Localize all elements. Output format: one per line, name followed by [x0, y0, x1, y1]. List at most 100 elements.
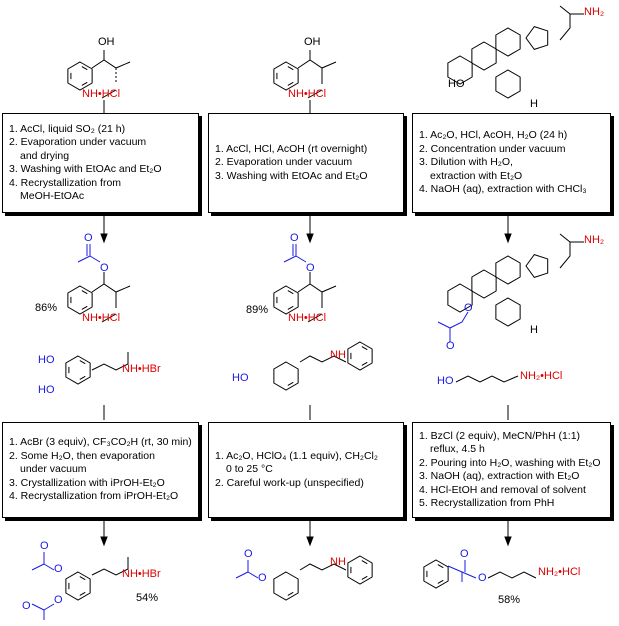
p5-amine: NH	[330, 556, 346, 568]
double-bond	[361, 560, 368, 565]
p1-ester-oxygen: O	[100, 262, 109, 274]
condition-step: 2. Some H₂O, then evaporation	[9, 449, 155, 462]
p3-hydrogen: H	[530, 324, 538, 336]
p4-carbonyl-oxygen-2: O	[22, 600, 31, 612]
benzene-ring	[67, 285, 93, 315]
arrows	[100, 100, 512, 547]
p4-carbonyl-oxygen-1: O	[40, 540, 49, 552]
p3-carbonyl-oxygen: O	[446, 340, 455, 352]
double-bond	[79, 591, 86, 596]
benzene-ring	[347, 555, 373, 585]
ring-skeletons	[65, 25, 549, 601]
p6-amine-salt: NH₂•HCl	[538, 566, 581, 578]
p4-amine-salt: NH•HBr	[122, 568, 161, 580]
benzene-ring	[273, 285, 299, 315]
conditions-box-5: 1. Ac₂O, HClO₄ (1.1 equiv), CH₂Cl₂ 0 to …	[208, 422, 404, 518]
p5-carbonyl-oxygen: O	[244, 548, 253, 560]
p3-amine: NH₂	[584, 234, 605, 246]
sm2-bonds	[297, 50, 337, 99]
double-bond	[287, 591, 294, 596]
cyclohexane-ring	[495, 297, 521, 327]
condition-step: and drying	[20, 149, 70, 162]
condition-step: 3. Dilution with H₂O,	[419, 156, 513, 169]
condition-step: 5. Recrystallization from PhH	[419, 497, 555, 509]
p5-ester-oxygen: O	[258, 572, 267, 584]
double-bond	[287, 66, 294, 71]
sm1-hydroxyl: OH	[98, 36, 115, 48]
p2-carbonyl-oxygen: O	[290, 232, 299, 244]
double-bond	[287, 381, 294, 386]
double-bond	[79, 360, 86, 365]
conditions-box-4: 1. AcBr (3 equiv), CF₃CO₂H (rt, 30 min) …	[2, 422, 199, 518]
condition-step: reflux, 4.5 h	[430, 443, 485, 455]
condition-step: under vacuum	[20, 463, 87, 476]
p6-yield: 58%	[498, 594, 521, 606]
cyclopentane-ring	[525, 25, 549, 51]
sm4-amine-salt: NH•HBr	[122, 363, 161, 375]
benzene-ring	[423, 559, 449, 589]
condition-step: 1. AcBr (3 equiv), CF₃CO₂H (rt, 30 min)	[9, 436, 192, 449]
condition-step: 4. HCl-EtOH and removal of solvent	[419, 483, 586, 496]
p1-carbonyl-oxygen: O	[84, 232, 93, 244]
double-bond	[437, 579, 444, 584]
p6-ester-oxygen: O	[478, 572, 487, 584]
sm6-hydroxyl: HO	[437, 375, 454, 387]
double-bond	[79, 576, 86, 581]
p4-ester-oxygen-1: O	[54, 563, 63, 575]
row2-sm-bonds	[91, 352, 519, 383]
cyclopentane-ring	[525, 253, 549, 279]
p1-bonds	[77, 244, 131, 323]
sm4-hydroxyl-1: HO	[38, 354, 55, 366]
p6-carbonyl-oxygen: O	[460, 548, 469, 560]
double-bond	[81, 305, 88, 310]
double-bond	[361, 346, 368, 351]
condition-step: 0 to 25 °C	[226, 463, 273, 476]
condition-step: 1. Ac₂O, HCl, AcOH, H₂O (24 h)	[419, 129, 568, 142]
double-bond	[287, 81, 294, 86]
double-bond	[81, 290, 88, 295]
condition-step: 2. Evaporation under vacuum	[9, 136, 147, 148]
sm3-hydrogen: H	[530, 98, 538, 110]
condition-step: 4. Recrystallization from iPrOH-Et₂O	[9, 490, 179, 503]
double-bond	[287, 305, 294, 310]
condition-step: extraction with Et₂O	[430, 169, 523, 182]
row2-product-bonds	[31, 552, 537, 620]
benzene-ring	[65, 571, 91, 601]
p1-yield: 86%	[35, 302, 58, 314]
condition-step: 3. NaOH (aq), extraction with Et₂O	[419, 470, 580, 482]
condition-step: 1. Ac₂O, HClO₄ (1.1 equiv), CH₂Cl₂	[215, 449, 378, 462]
p2-ester-oxygen: O	[306, 262, 315, 274]
sm3-hydroxyl: HO	[448, 78, 465, 90]
cyclohexene-ring	[273, 361, 299, 391]
p2-amine-salt: NH•HCl	[288, 312, 327, 324]
sm1-bonds	[91, 50, 131, 99]
condition-step: 2. Concentration under vacuum	[419, 142, 566, 155]
conditions-box-3: 1. Ac₂O, HCl, AcOH, H₂O (24 h) 2. Concen…	[412, 113, 611, 213]
steroid-extras	[437, 5, 584, 342]
benzene-ring	[273, 61, 299, 91]
conditions-box-1: 1. AcCl, liquid SO₂ (21 h) 2. Evaporatio…	[2, 113, 199, 213]
condition-step: 3. Washing with EtOAc and Et₂O	[215, 169, 368, 182]
conditions-box-6: 1. BzCl (2 equiv), MeCN/PhH (1:1) reflux…	[412, 422, 611, 518]
double-bond	[437, 564, 444, 569]
cyclohexane-ring	[471, 41, 497, 71]
sm5-hydroxyl: HO	[232, 372, 249, 384]
sm2-amine-salt: NH•HCl	[288, 88, 327, 100]
conditions-box-2: 1. AcCl, HCl, AcOH (rt overnight) 2. Eva…	[208, 113, 404, 213]
p2-bonds	[283, 244, 337, 323]
double-bond	[79, 375, 86, 380]
sm5-amine: NH	[330, 349, 346, 361]
condition-step: 3. Crystallization with iPrOH-Et₂O	[9, 476, 165, 489]
condition-step: 4. Recrystallization from	[9, 176, 122, 189]
condition-step: 1. AcCl, HCl, AcOH (rt overnight)	[215, 142, 368, 155]
cyclohexene-ring	[273, 571, 299, 601]
cyclohexane-ring	[495, 69, 521, 99]
double-bond	[361, 361, 368, 366]
cyclohexane-ring	[471, 269, 497, 299]
cyclohexane-ring	[495, 255, 521, 285]
condition-step: 2. Careful work-up (unspecified)	[215, 476, 364, 489]
benzene-ring	[67, 61, 93, 91]
p4-ester-oxygen-2: O	[54, 594, 63, 606]
condition-step: 1. BzCl (2 equiv), MeCN/PhH (1:1)	[419, 429, 581, 442]
